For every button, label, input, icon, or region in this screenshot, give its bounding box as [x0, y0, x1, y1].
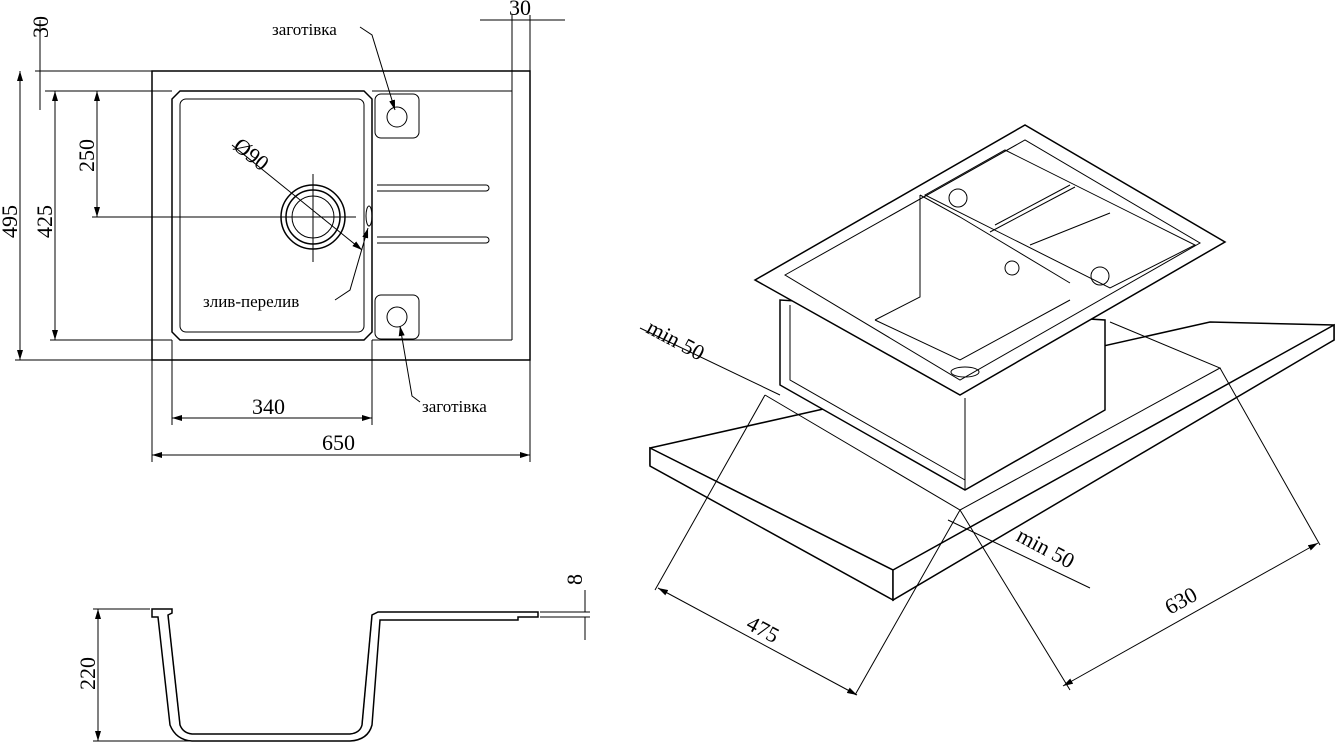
- dim-30-right: 30: [509, 0, 531, 20]
- overflow-label: злив-перелив: [203, 292, 299, 311]
- sink-profile: [151, 608, 539, 742]
- sink-outline: [151, 70, 531, 361]
- drain-diameter-label: Ø90: [229, 132, 274, 175]
- drainer-rib: [377, 184, 490, 192]
- drainer: [923, 149, 1197, 289]
- dim-min50-right: min 50: [1013, 522, 1079, 573]
- dim-495: 495: [0, 205, 22, 238]
- dim-min50-left: min 50: [643, 314, 709, 365]
- blank-top: [374, 93, 420, 139]
- iso-view: min 50 min 50 475 630: [639, 124, 1335, 696]
- dim-650: 650: [322, 430, 355, 455]
- dim-340: 340: [252, 394, 285, 419]
- blank-bottom-label: заготівка: [422, 397, 487, 416]
- blank-top-label: заготівка: [272, 20, 337, 39]
- top-view: Ø90 заготівка злив-перелив заготівка 30 …: [0, 0, 565, 462]
- bowl-outline: [171, 90, 373, 341]
- drain-icon: [270, 174, 356, 262]
- drainer-rib: [377, 236, 490, 244]
- dim-250: 250: [74, 139, 99, 172]
- dim-475: 475: [743, 610, 784, 648]
- dim-30-top: 30: [28, 16, 53, 38]
- overflow: [365, 205, 373, 227]
- dim-220: 220: [75, 657, 100, 690]
- side-view: 220 8: [75, 574, 590, 742]
- dim-425: 425: [32, 205, 57, 238]
- blank-bottom: [374, 294, 420, 340]
- dim-8: 8: [562, 574, 587, 585]
- dim-630: 630: [1160, 582, 1201, 620]
